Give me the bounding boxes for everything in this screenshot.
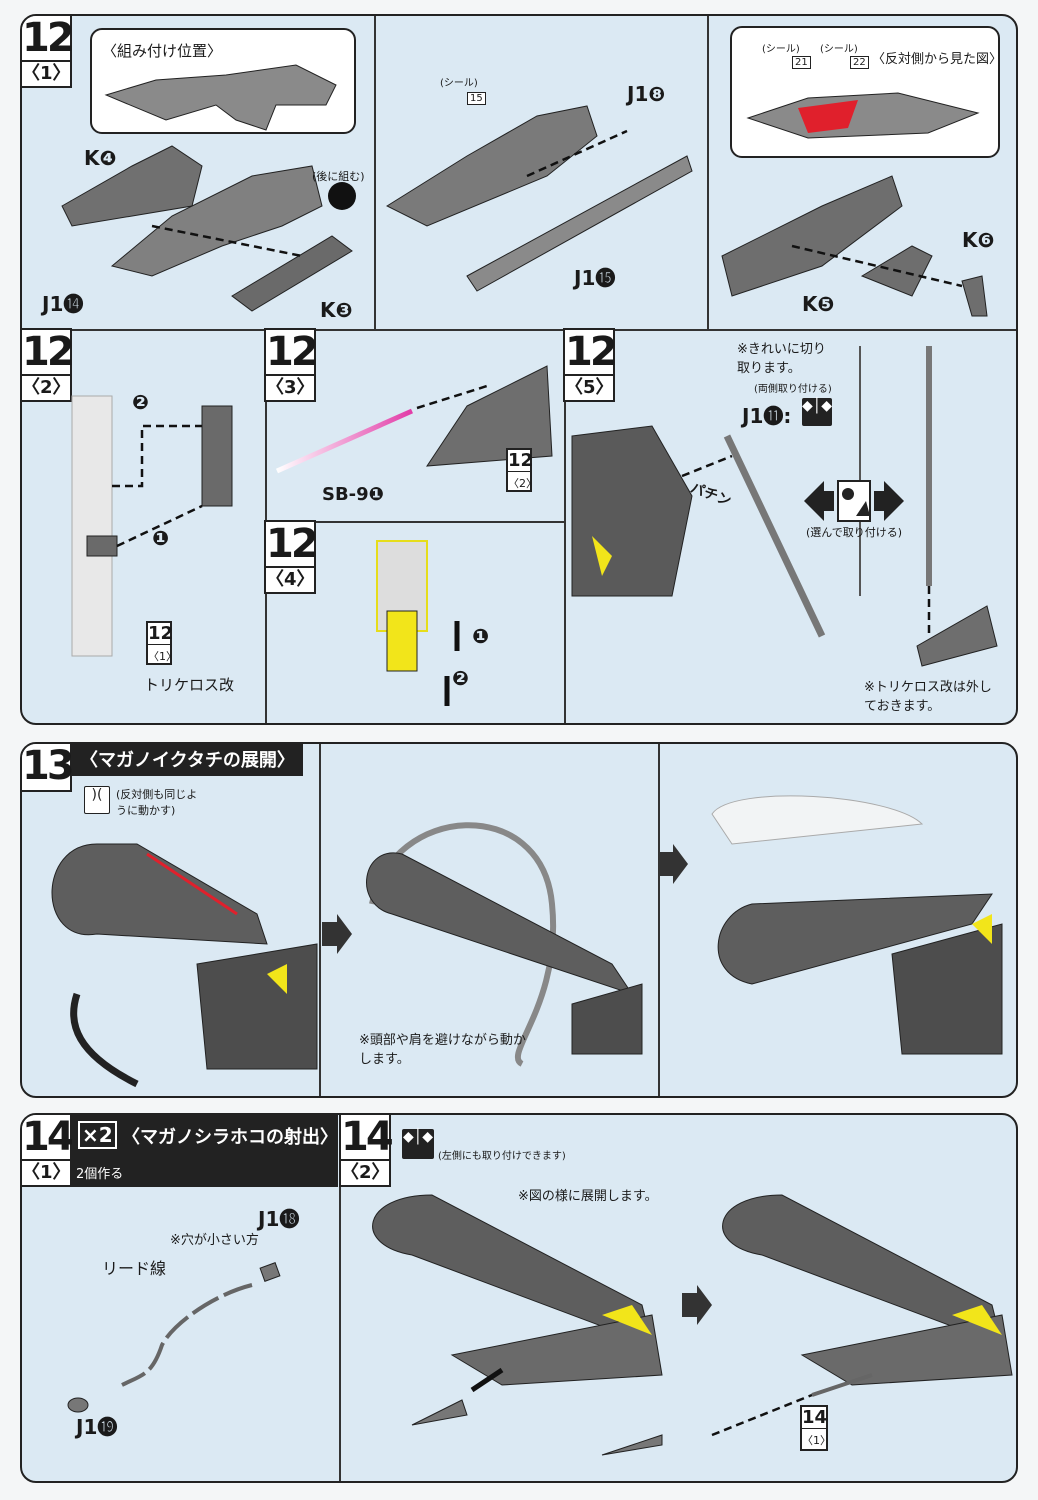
spear-mount-diagram — [916, 346, 998, 667]
step-12-panel: 12〈1〉 12〈2〉 12〈3〉 12〈4〉 12〈5〉 〈組み付け位置〉 K… — [20, 14, 1018, 725]
seal-number-22: 22 — [850, 56, 869, 69]
step-badge-12-4: 12〈4〉 — [264, 520, 319, 594]
part-label-k6: K❻ — [962, 228, 995, 252]
cut-note: ※きれいに切り取ります。 — [737, 342, 826, 376]
part-label-sb9-1: SB-9❶ — [322, 484, 384, 505]
step-badge-14-2: 14〈2〉 — [339, 1115, 394, 1187]
weapon-assembled-diagram — [104, 64, 337, 131]
part-label-k4: K❹ — [84, 146, 117, 170]
grip-attach-diagram — [376, 540, 460, 706]
weapon-k-parts-diagram — [721, 175, 988, 317]
tricheros-label: トリケロス改 — [144, 676, 235, 694]
small-hole-note: ※穴が小さい方 — [170, 1233, 259, 1248]
step-marker-2: ❷ — [452, 666, 469, 690]
seal-label: (シール) — [440, 78, 478, 89]
beam-saber-attach-diagram — [275, 365, 553, 474]
opposite-view-diagram — [746, 92, 980, 139]
part-label-k3: K❸ — [320, 298, 353, 322]
step-14-title: 〈マガノシラホコの射出〉 — [122, 1127, 338, 1148]
reference-badge-12-2: 12〈2〉 — [506, 448, 537, 492]
step-marker-1: ❶ — [472, 624, 489, 648]
step-badge-12-5: 12〈5〉 — [563, 328, 618, 402]
step-marker-1: ❶ — [152, 526, 169, 550]
mobile-suit-spear-diagram — [571, 425, 826, 638]
opposite-view-callout: (シール) 21 (シール) 22 〈反対側から見た図〉 — [730, 26, 1003, 158]
make-two-badge: ×2 — [78, 1121, 117, 1149]
magano-ikutachi-rotate-diagram — [366, 822, 643, 1067]
next-arrow-icon — [682, 1285, 712, 1325]
shirahoko-launch-diagram — [372, 1194, 663, 1426]
choose-label: (選んで取り付ける) — [806, 526, 903, 539]
seal-label-22: (シール) — [820, 44, 858, 55]
lead-wire-label: リード線 — [102, 1259, 167, 1278]
seal-number-21: 21 — [792, 56, 811, 69]
part-label-j1-8: J1❽ — [627, 82, 666, 106]
choose-arrows-icon — [804, 480, 904, 522]
opposite-view-label: 〈反対側から見た図〉 — [872, 52, 1003, 67]
part-label-j1-14: J1⓮ — [42, 292, 84, 316]
step-13-title: 〈マガノイクタチの展開〉 — [72, 744, 303, 776]
weapon-seal-diagram — [385, 105, 693, 292]
left-side-icon: ◆│◆ — [402, 1129, 434, 1159]
reference-badge-14-1: 14〈1〉 — [800, 1405, 831, 1451]
part-label-j1-11: J1⓫: — [742, 404, 792, 428]
step-14-panel: 14〈1〉 ×2 〈マガノシラホコの射出〉 2個作る J1⓲ ※穴が小さい方 リ… — [20, 1113, 1018, 1483]
same-side-icon: )( — [84, 786, 110, 814]
reference-badge-12-1: 12〈1〉 — [146, 621, 177, 665]
next-arrow-icon — [322, 914, 352, 954]
position-callout: 〈組み付け位置〉 — [90, 28, 356, 134]
head-shoulder-note: ※頭部や肩を避けながら動かします。 — [359, 1033, 526, 1067]
part-label-k5: K❺ — [802, 292, 835, 316]
both-sides-note: (両側取り付ける) — [754, 384, 832, 395]
step-marker-2: ❷ — [132, 390, 149, 414]
tricheros-attach-diagram — [71, 395, 233, 657]
left-side-note: (左側にも取り付けできます) — [438, 1151, 566, 1162]
step-badge-12-3: 12〈3〉 — [264, 328, 319, 402]
weapon-parts-diagram — [61, 145, 356, 312]
lead-wire-diagram — [67, 1262, 281, 1413]
magano-ikutachi-deployed-diagram — [711, 795, 1003, 1055]
next-arrow-icon — [658, 844, 688, 884]
deploy-note: ※図の様に展開します。 — [518, 1189, 658, 1204]
remove-note: ※トリケロス改は外しておきます。 — [864, 680, 992, 714]
part-label-j1-19: J1⓳ — [76, 1415, 118, 1439]
seal-number: 15 — [467, 92, 486, 105]
seal-label-21: (シール) — [762, 44, 800, 55]
part-label-j1-15: J1⓯ — [574, 266, 616, 290]
step-badge-12-2: 12〈2〉 — [22, 328, 75, 402]
later-label: (後に組む) — [312, 170, 365, 183]
same-side-note: (反対側も同じように動かす) — [116, 788, 198, 817]
step-13-panel: 13 〈マガノイクタチの展開〉 )( (反対側も同じように動かす) ※頭部や肩を… — [20, 742, 1018, 1098]
magano-ikutachi-closed-diagram — [51, 843, 318, 1088]
both-sides-icon: ◆│◆ — [802, 398, 832, 426]
make-two-label: 2個作る — [76, 1167, 124, 1182]
shirahoko-wire-diagram — [601, 1194, 1013, 1456]
step-badge-12-1: 12〈1〉 — [22, 16, 75, 88]
step-badge-13: 13 — [22, 744, 75, 792]
position-label: 〈組み付け位置〉 — [102, 42, 223, 60]
step-badge-14-1: 14〈1〉 — [22, 1115, 75, 1187]
part-label-j1-18: J1⓲ — [258, 1207, 300, 1231]
